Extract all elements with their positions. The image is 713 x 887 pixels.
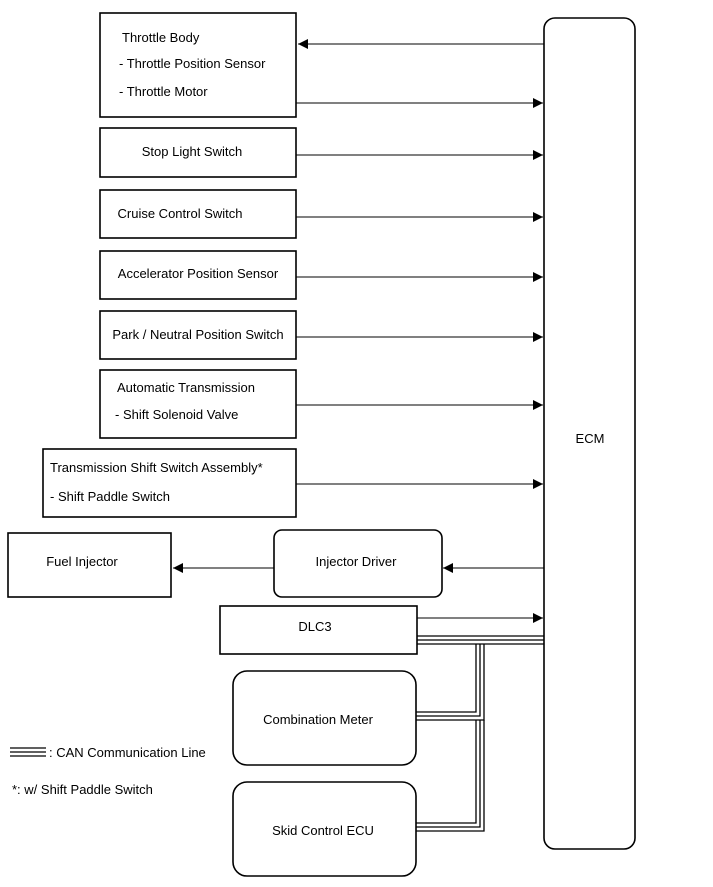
- transmission-shift-switch-title: Transmission Shift Switch Assembly*: [50, 460, 263, 475]
- combination-meter-label: Combination Meter: [263, 712, 373, 727]
- cruise-control-switch-label: Cruise Control Switch: [118, 206, 243, 221]
- park-neutral-switch-block: Park / Neutral Position Switch: [99, 310, 297, 360]
- shift-solenoid-valve-label: - Shift Solenoid Valve: [115, 407, 238, 422]
- throttle-body-block: Throttle Body - Throttle Position Sensor…: [99, 12, 297, 118]
- stop-light-switch-block: Stop Light Switch: [99, 127, 297, 178]
- footnote: *: w/ Shift Paddle Switch: [12, 782, 153, 797]
- legend: : CAN Communication Line *: w/ Shift Pad…: [10, 745, 206, 797]
- stop-light-switch-label: Stop Light Switch: [142, 144, 242, 159]
- accelerator-position-sensor-label: Accelerator Position Sensor: [118, 266, 279, 281]
- throttle-position-sensor-label: - Throttle Position Sensor: [119, 56, 266, 71]
- transmission-shift-switch-block: Transmission Shift Switch Assembly* - Sh…: [42, 448, 297, 518]
- ecm-label: ECM: [576, 431, 605, 446]
- can-line-legend-label: : CAN Communication Line: [49, 745, 206, 760]
- can-line-legend-symbol: [10, 747, 46, 757]
- park-neutral-switch-label: Park / Neutral Position Switch: [112, 327, 283, 342]
- combination-meter-block: Combination Meter: [232, 670, 417, 766]
- skid-control-ecu-label: Skid Control ECU: [272, 823, 374, 838]
- fuel-injector-label: Fuel Injector: [46, 554, 118, 569]
- throttle-motor-label: - Throttle Motor: [119, 84, 208, 99]
- fuel-injector-block: Fuel Injector: [7, 532, 172, 598]
- skid-control-ecu-block: Skid Control ECU: [232, 781, 417, 877]
- injector-driver-block: Injector Driver: [273, 529, 443, 598]
- automatic-transmission-block: Automatic Transmission - Shift Solenoid …: [99, 369, 297, 439]
- shift-paddle-switch-label: - Shift Paddle Switch: [50, 489, 170, 504]
- accelerator-position-sensor-block: Accelerator Position Sensor: [99, 250, 297, 300]
- dlc3-block: DLC3: [219, 605, 418, 655]
- automatic-transmission-title: Automatic Transmission: [117, 380, 255, 395]
- dlc3-label: DLC3: [298, 619, 331, 634]
- can-bus-lines: [416, 635, 544, 832]
- injector-driver-label: Injector Driver: [316, 554, 398, 569]
- throttle-body-title: Throttle Body: [122, 30, 200, 45]
- ecm-block: ECM: [543, 17, 636, 850]
- cruise-control-switch-block: Cruise Control Switch: [99, 189, 297, 239]
